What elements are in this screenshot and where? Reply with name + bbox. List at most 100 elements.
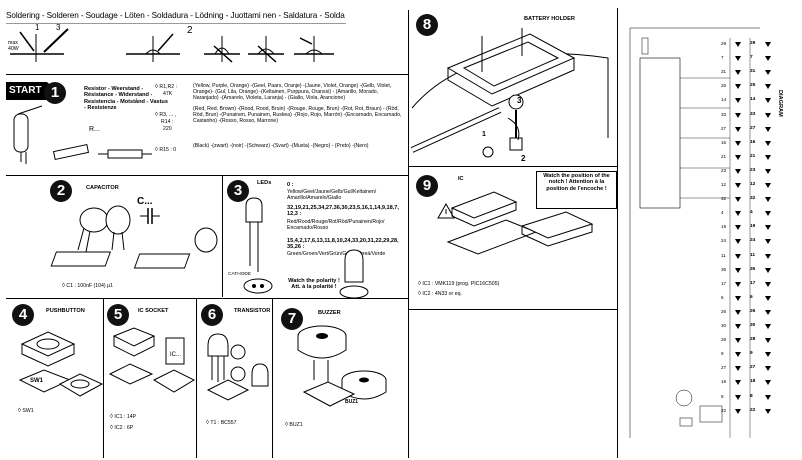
buzzer-title: BUZZER <box>318 310 341 316</box>
led-symbol-icon <box>735 211 741 217</box>
led-ref-right: 16 <box>750 139 756 145</box>
led-symbol-icon <box>765 281 771 287</box>
led-symbol-icon <box>735 70 741 76</box>
led-symbol-icon <box>765 309 771 315</box>
leds-title: LEDs <box>257 180 272 186</box>
led-symbol-icon <box>765 70 771 76</box>
led-symbol-icon <box>765 98 771 104</box>
leds-intro: 0 : <box>287 182 294 188</box>
step-1-badge: 1 <box>44 82 66 104</box>
led-ref-right: 30 <box>750 323 756 328</box>
leds-green-list: 15,4,2,17,6,13,11,8,10,24,33,20,31,22,29… <box>287 238 399 251</box>
led-symbol-icon <box>765 197 771 203</box>
led-symbol-icon <box>765 408 771 414</box>
led-ref-left: 12 <box>721 182 727 187</box>
led-ref-right: 7 <box>750 55 753 61</box>
step-9-badge: 9 <box>416 175 438 197</box>
led-ref-right: 22 <box>750 407 756 413</box>
led-symbol-icon <box>765 168 771 174</box>
led-symbol-icon <box>765 239 771 245</box>
leds-red-list: 32,19,21,25,34,27,36,30,23,5,16,1,14,9,1… <box>287 205 399 218</box>
start-arrow: START <box>6 82 57 100</box>
iron-watt: 40W <box>8 46 19 52</box>
led-ref-right: 27 <box>750 125 756 131</box>
led-symbol-icon <box>735 408 741 414</box>
led-symbol-icon <box>735 380 741 386</box>
led-symbol-icon <box>735 197 741 203</box>
r3-colors: (Red, Red, Brown) -(Rood, Rood, Bruin) -… <box>193 106 402 125</box>
ic1-line: ◊ IC1 : VMK119 (prog. PIC16C505) <box>418 281 500 287</box>
led-symbol-icon <box>765 338 771 344</box>
led-ref-right: 33 <box>750 111 756 117</box>
led-ref-left: 33 <box>721 111 727 117</box>
t1-line: ◊ T1 : BC557 <box>206 420 237 426</box>
led-ref-right: 11 <box>750 252 756 258</box>
ic2-line: ◊ IC2 : 4N33 or eq. <box>418 291 462 297</box>
led-ref-left: 28 <box>721 337 727 343</box>
led-ref-left: 4 <box>721 210 724 216</box>
led-ref-left: 31 <box>721 69 727 75</box>
led-ref-right: 14 <box>750 97 756 103</box>
led-symbol-icon <box>765 225 771 231</box>
led-symbol-icon <box>735 394 741 400</box>
led-ref-left: 35 <box>721 266 727 272</box>
c1-line: ◊ C1 : 100nF (104) µ1 <box>62 283 113 289</box>
step-4-badge: 4 <box>12 304 34 326</box>
led-ref-left: 11 <box>721 252 726 258</box>
r15-label: ◊ R15 : 0 <box>155 147 177 153</box>
led-symbol-icon <box>765 126 771 132</box>
led-symbol-icon <box>765 352 771 358</box>
leds-green-names: Green/Groen/Vert/Grün/Grön/Vihreä/Verde <box>287 251 386 257</box>
led-symbol-icon <box>735 239 741 245</box>
led-ref-left: 7 <box>721 55 724 61</box>
transistor-title: TRANSISTOR <box>234 308 271 314</box>
r1r2-value: 47K <box>163 91 173 97</box>
ic-title: IC <box>458 176 464 182</box>
led-symbol-icon <box>765 295 771 301</box>
led-ref-right: 17 <box>750 280 756 286</box>
battery-step-3: 3 <box>517 96 522 105</box>
led-ref-right: 8 <box>750 393 753 399</box>
pushbutton-title: PUSHBUTTON <box>46 308 85 314</box>
icsocket-ic-label: IC... <box>170 352 182 358</box>
pushbutton-board-label: SW1 <box>30 378 44 384</box>
led-ref-right: 19 <box>750 224 756 230</box>
led-ref-left: 8 <box>721 393 724 399</box>
led-symbol-icon <box>735 183 741 188</box>
led-ref-left: 27 <box>721 365 727 371</box>
led-ref-right: 26 <box>750 308 756 314</box>
led-symbol-icon <box>765 324 771 329</box>
led-ref-left: 19 <box>721 224 727 230</box>
led-cathode-label: CATHODE <box>228 272 252 277</box>
led-symbol-icon <box>735 225 741 231</box>
led-symbol-icon <box>735 281 741 287</box>
step-8-badge: 8 <box>416 14 438 36</box>
led-ref-left: 18 <box>721 379 727 385</box>
led-ref-right: 9 <box>750 351 753 357</box>
led-symbol-icon <box>765 42 771 47</box>
led-symbol-icon <box>735 366 741 372</box>
led-symbol-icon <box>765 211 771 217</box>
led-ref-right: 27 <box>750 365 756 371</box>
step-6-badge: 6 <box>201 304 223 326</box>
led-ref-left: 16 <box>721 139 727 145</box>
buz1-line: ◊ BUZ1 <box>285 422 303 428</box>
sw1-line: ◊ SW1 <box>18 408 34 414</box>
led-symbol-icon <box>765 253 771 259</box>
led-symbol-icon <box>735 84 741 90</box>
led-symbol-icon <box>735 140 741 146</box>
step-2-badge: 2 <box>50 180 72 202</box>
led-ref-right: 35 <box>750 266 756 272</box>
led-ref-left: 24 <box>721 238 727 244</box>
r3-value: 220 <box>163 126 172 132</box>
solder-step-1: 1 <box>35 23 40 32</box>
led-symbol-icon <box>735 338 741 344</box>
led-symbol-icon <box>765 84 771 90</box>
leds-yellow: Yellow/Geel/Jaune/Gelb/Gul/Keltainen/ Am… <box>287 189 377 202</box>
led-symbol-icon <box>735 56 741 62</box>
led-symbol-icon <box>735 154 741 160</box>
led-polarity-warning: Watch the polarity ! Att. à la polarité … <box>288 278 340 291</box>
led-symbol-icon <box>765 380 771 386</box>
battery-title: BATTERY HOLDER <box>524 16 575 22</box>
iron-max: max <box>8 40 18 46</box>
